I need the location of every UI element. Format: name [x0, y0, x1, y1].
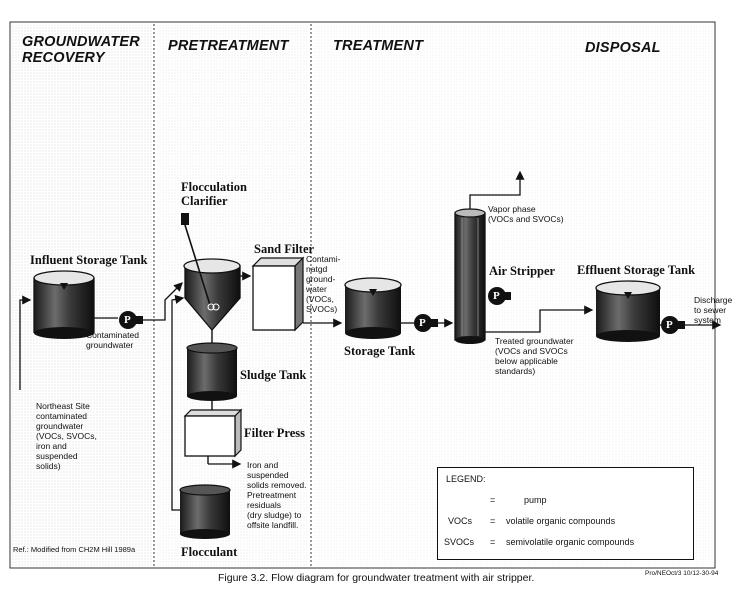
label-influent-storage-tank: Influent Storage Tank — [30, 253, 148, 267]
note-contaminated-groundwater: Contaminated groundwater — [86, 330, 139, 350]
legend-svocs-equals: = — [490, 537, 496, 547]
pump-2-shape — [414, 314, 438, 332]
sludge-tank-shape — [186, 342, 238, 412]
pumps — [119, 287, 685, 334]
note-iron-removed: Iron and suspended solids removed. Pretr… — [247, 460, 307, 530]
flow-flocculant-to-clarifier — [171, 294, 185, 511]
figure-border — [9, 21, 716, 569]
legend-title: LEGEND: — [446, 474, 486, 484]
legend: LEGEND: P = pump VOCs = volatile organic… — [437, 467, 694, 560]
filter-press-shape — [183, 408, 243, 464]
legend-svocs-definition: semivolatile organic compounds — [506, 537, 635, 547]
flocculation-clarifier-shape — [181, 213, 241, 346]
label-effluent-storage-tank: Effluent Storage Tank — [577, 263, 696, 277]
storage-tank-shape — [344, 277, 402, 339]
label-storage-tank: Storage Tank — [344, 344, 416, 358]
note-discharge: Discharge to sewer system — [694, 295, 733, 325]
label-sludge-tank: Sludge Tank — [240, 368, 307, 382]
legend-vocs-definition: volatile organic compounds — [506, 516, 616, 526]
note-treated-groundwater: Treated groundwater (VOCs and SVOCs belo… — [495, 336, 574, 376]
pump-4-shape — [661, 316, 685, 334]
flow-stripper-to-effluent — [485, 305, 594, 333]
phase-heading-treatment: TREATMENT — [333, 38, 424, 54]
flow-pump1-to-clarifier — [143, 282, 183, 321]
phase-heading-pretreatment: PRETREATMENT — [168, 38, 289, 54]
pump-4-letter: P — [666, 319, 673, 331]
pump-3-letter: P — [493, 290, 500, 302]
legend-pump-definition: pump — [524, 495, 547, 505]
influent-storage-tank-shape — [33, 270, 95, 339]
label-sand-filter: Sand Filter — [254, 242, 315, 256]
phase-heading-recovery: GROUNDWATER RECOVERY — [22, 34, 140, 66]
pump-2-letter: P — [419, 317, 426, 329]
label-flocculant: Flocculant — [181, 545, 238, 559]
effluent-storage-tank-shape — [595, 280, 661, 342]
phase-heading-disposal: DISPOSAL — [585, 40, 661, 56]
legend-vocs-abbr: VOCs — [448, 516, 473, 526]
label-flocculation-clarifier: Flocculation Clarifier — [181, 180, 247, 208]
legend-pump-letter: P — [449, 487, 455, 497]
label-air-stripper: Air Stripper — [489, 264, 556, 278]
flow-vapor-out — [469, 170, 525, 209]
legend-pump-equals: = — [490, 495, 496, 505]
sand-filter-shape — [251, 256, 305, 332]
note-sand-filter-flow: Contami- natgd ground- water (VOCs, SVOC… — [306, 254, 341, 314]
figure-caption: Figure 3.2. Flow diagram for groundwater… — [218, 572, 535, 584]
legend-vocs-equals: = — [490, 516, 496, 526]
flocculant-shape — [179, 484, 231, 539]
pump-1-shape — [119, 311, 143, 329]
flow-site-to-influent — [19, 295, 32, 390]
pump-1-letter: P — [124, 314, 131, 326]
section-dividers — [153, 24, 312, 568]
pump-3-shape — [488, 287, 511, 305]
legend-svocs-abbr: SVOCs — [444, 537, 475, 547]
flow-lines — [19, 170, 722, 511]
note-northeast-site: Northeast Site contaminated groundwater … — [36, 401, 97, 471]
label-filter-press: Filter Press — [244, 426, 305, 440]
air-stripper-shape — [454, 208, 486, 344]
document-id: Pro/NEOct/3 10/12-30-94 — [645, 570, 719, 577]
note-vapor-phase: Vapor phase (VOCs and SVOCs) — [488, 204, 564, 224]
note-reference: Ref.: Modified from CH2M Hill 1989a — [13, 545, 136, 554]
